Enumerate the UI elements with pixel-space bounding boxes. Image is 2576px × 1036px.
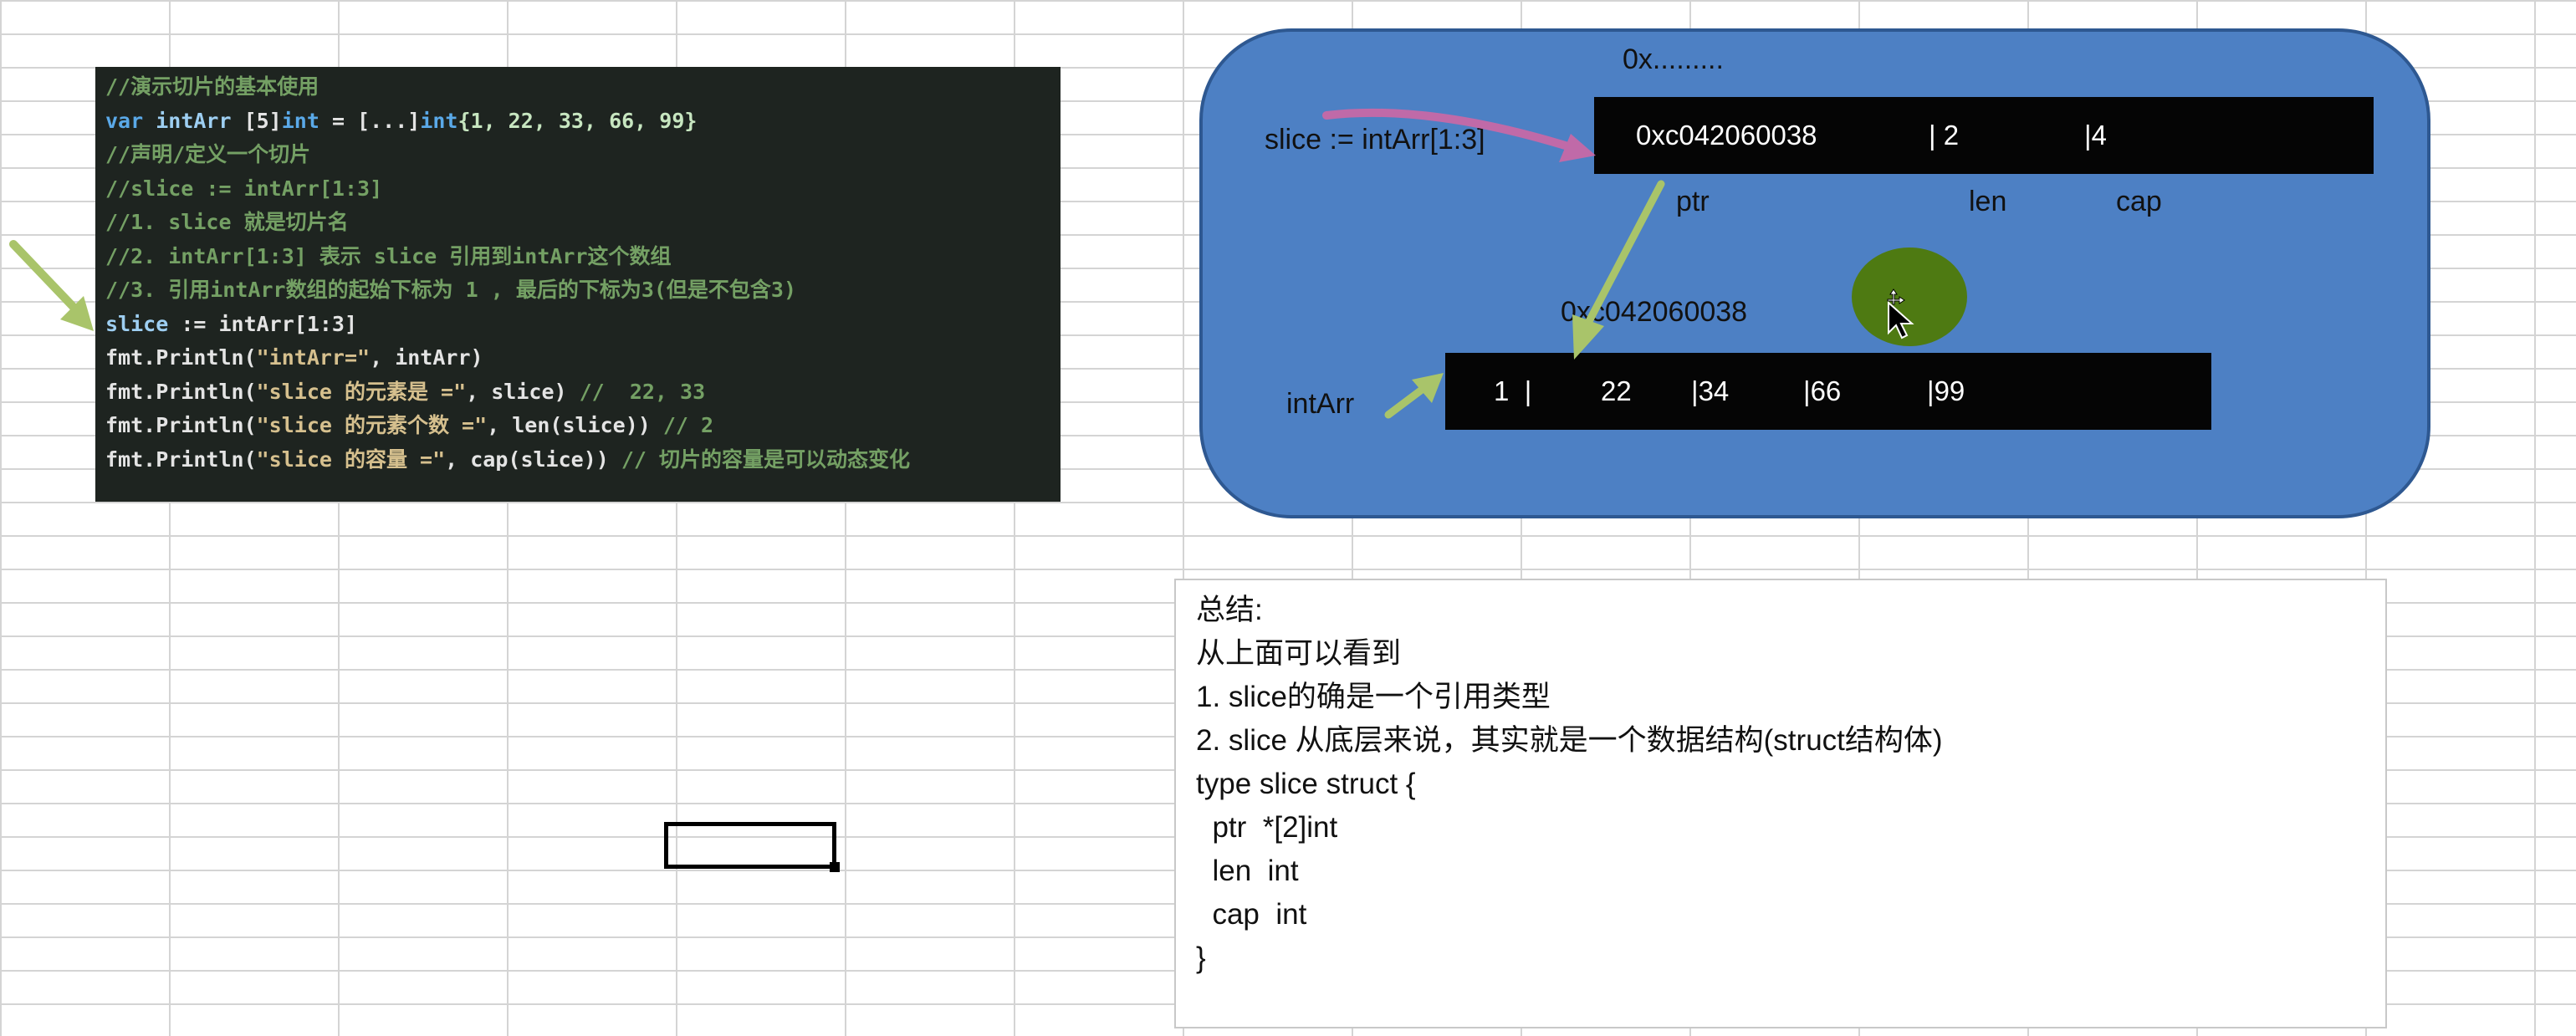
code-token: "slice 的元素个数 =" <box>256 413 488 437</box>
code-line: slice := intArr[1:3] <box>105 308 1050 342</box>
code-token: , intArr) <box>370 345 483 370</box>
code-token: //3. 引用intArr数组的起始下标为 1 , 最后的下标为3(但是不包含3… <box>105 278 797 302</box>
code-token: slice <box>105 311 169 336</box>
code-line: fmt.Println("intArr=", intArr) <box>105 341 1050 375</box>
pink-arrow <box>1322 108 1596 162</box>
cap-label: cap <box>2116 186 2162 217</box>
code-token: int <box>281 108 319 133</box>
array-cell: |99 <box>1927 375 1965 406</box>
array-cell: |66 <box>1803 375 1842 406</box>
code-token: //1. slice 就是切片名 <box>105 210 349 234</box>
array-label: intArr <box>1286 388 1355 420</box>
code-token: intArr <box>156 108 244 133</box>
green-arrow-ptr <box>1572 180 1665 360</box>
code-line: //3. 引用intArr数组的起始下标为 1 , 最后的下标为3(但是不包含3… <box>105 273 1050 308</box>
green-arrow-code <box>9 240 94 331</box>
move-cursor-icon <box>1887 288 1914 339</box>
summary-line: 从上面可以看到 <box>1196 637 1402 670</box>
code-token: , len(slice)) <box>487 413 663 437</box>
code-token: "intArr=" <box>256 345 371 370</box>
array-cell: |34 <box>1691 375 1730 406</box>
code-token: fmt.Println( <box>105 447 257 472</box>
code-line: //声明/定义一个切片 <box>105 138 1050 172</box>
code-token: = [...] <box>319 108 421 133</box>
int-array-bar: 1 | 22 |34 |66 |99 <box>1445 353 2211 430</box>
summary-line: 1. slice的确是一个引用类型 <box>1196 681 1551 713</box>
code-token: // 切片的容量是可以动态变化 <box>621 447 911 472</box>
slice-cap-value: |4 <box>2084 120 2107 151</box>
code-token: fmt.Println( <box>105 379 257 404</box>
slice-label: slice := intArr[1:3] <box>1265 124 1485 156</box>
code-token: //声明/定义一个切片 <box>105 142 311 166</box>
ptr-label: ptr <box>1676 186 1710 217</box>
code-token: //2. intArr[1:3] 表示 slice 引用到intArr这个数组 <box>105 243 672 268</box>
array-cell: 1 | <box>1494 375 1532 406</box>
cursor-highlight <box>1852 248 1967 346</box>
len-label: len <box>1969 186 2007 217</box>
code-line: //1. slice 就是切片名 <box>105 206 1050 240</box>
code-line: fmt.Println("slice 的容量 =", cap(slice)) /… <box>105 443 1050 477</box>
code-token: {1, 22, 33, 66, 99} <box>457 108 698 133</box>
code-token: //slice := intArr[1:3] <box>105 176 383 201</box>
memory-diagram: 0x......... slice := intArr[1:3] 0xc0420… <box>1199 28 2430 518</box>
top-address-label: 0x......... <box>1623 43 1724 75</box>
code-line: fmt.Println("slice 的元素个数 =", len(slice))… <box>105 409 1050 443</box>
summary-line: len int <box>1196 855 1299 887</box>
summary-line: type slice struct { <box>1196 768 1416 800</box>
array-cell: 22 <box>1601 375 1632 406</box>
code-line: //2. intArr[1:3] 表示 slice 引用到intArr这个数组 <box>105 240 1050 274</box>
code-token: , cap(slice)) <box>445 447 621 472</box>
code-token: "slice 的元素是 =" <box>256 379 467 404</box>
green-arrow-array <box>1384 373 1444 419</box>
code-token: , slice) <box>466 379 580 404</box>
slice-ptr-value: 0xc042060038 <box>1636 120 1817 151</box>
slice-len-value: | 2 <box>1929 120 1960 151</box>
code-token: //演示切片的基本使用 <box>105 74 319 99</box>
code-line: //演示切片的基本使用 <box>105 70 1050 105</box>
summary-line: ptr *[2]int <box>1196 811 1338 844</box>
code-token: fmt.Println( <box>105 345 257 370</box>
summary-line: 2. slice 从底层来说，其实就是一个数据结构(struct结构体) <box>1196 724 1943 757</box>
code-token: // 22, 33 <box>579 379 706 404</box>
code-token: var <box>105 108 156 133</box>
selected-cell[interactable] <box>664 822 840 872</box>
code-token: [5] <box>243 108 282 133</box>
code-token: := intArr[1:3] <box>168 311 358 336</box>
code-token: int <box>420 108 458 133</box>
code-token: // 2 <box>662 413 714 437</box>
summary-line: 总结: <box>1196 594 1263 626</box>
summary-line: } <box>1196 942 1206 974</box>
summary-box: 总结: 从上面可以看到 1. slice的确是一个引用类型 2. slice 从底层来… <box>1174 579 2387 1028</box>
code-token: fmt.Println( <box>105 413 257 437</box>
code-line: //slice := intArr[1:3] <box>105 172 1050 207</box>
code-line: var intArr [5]int = [...]int{1, 22, 33, … <box>105 105 1050 139</box>
summary-line: cap int <box>1196 898 1307 931</box>
code-token: "slice 的容量 =" <box>256 447 446 472</box>
slice-struct-bar: 0xc042060038 | 2 |4 <box>1594 97 2374 174</box>
code-line: fmt.Println("slice 的元素是 =", slice) // 22… <box>105 375 1050 410</box>
